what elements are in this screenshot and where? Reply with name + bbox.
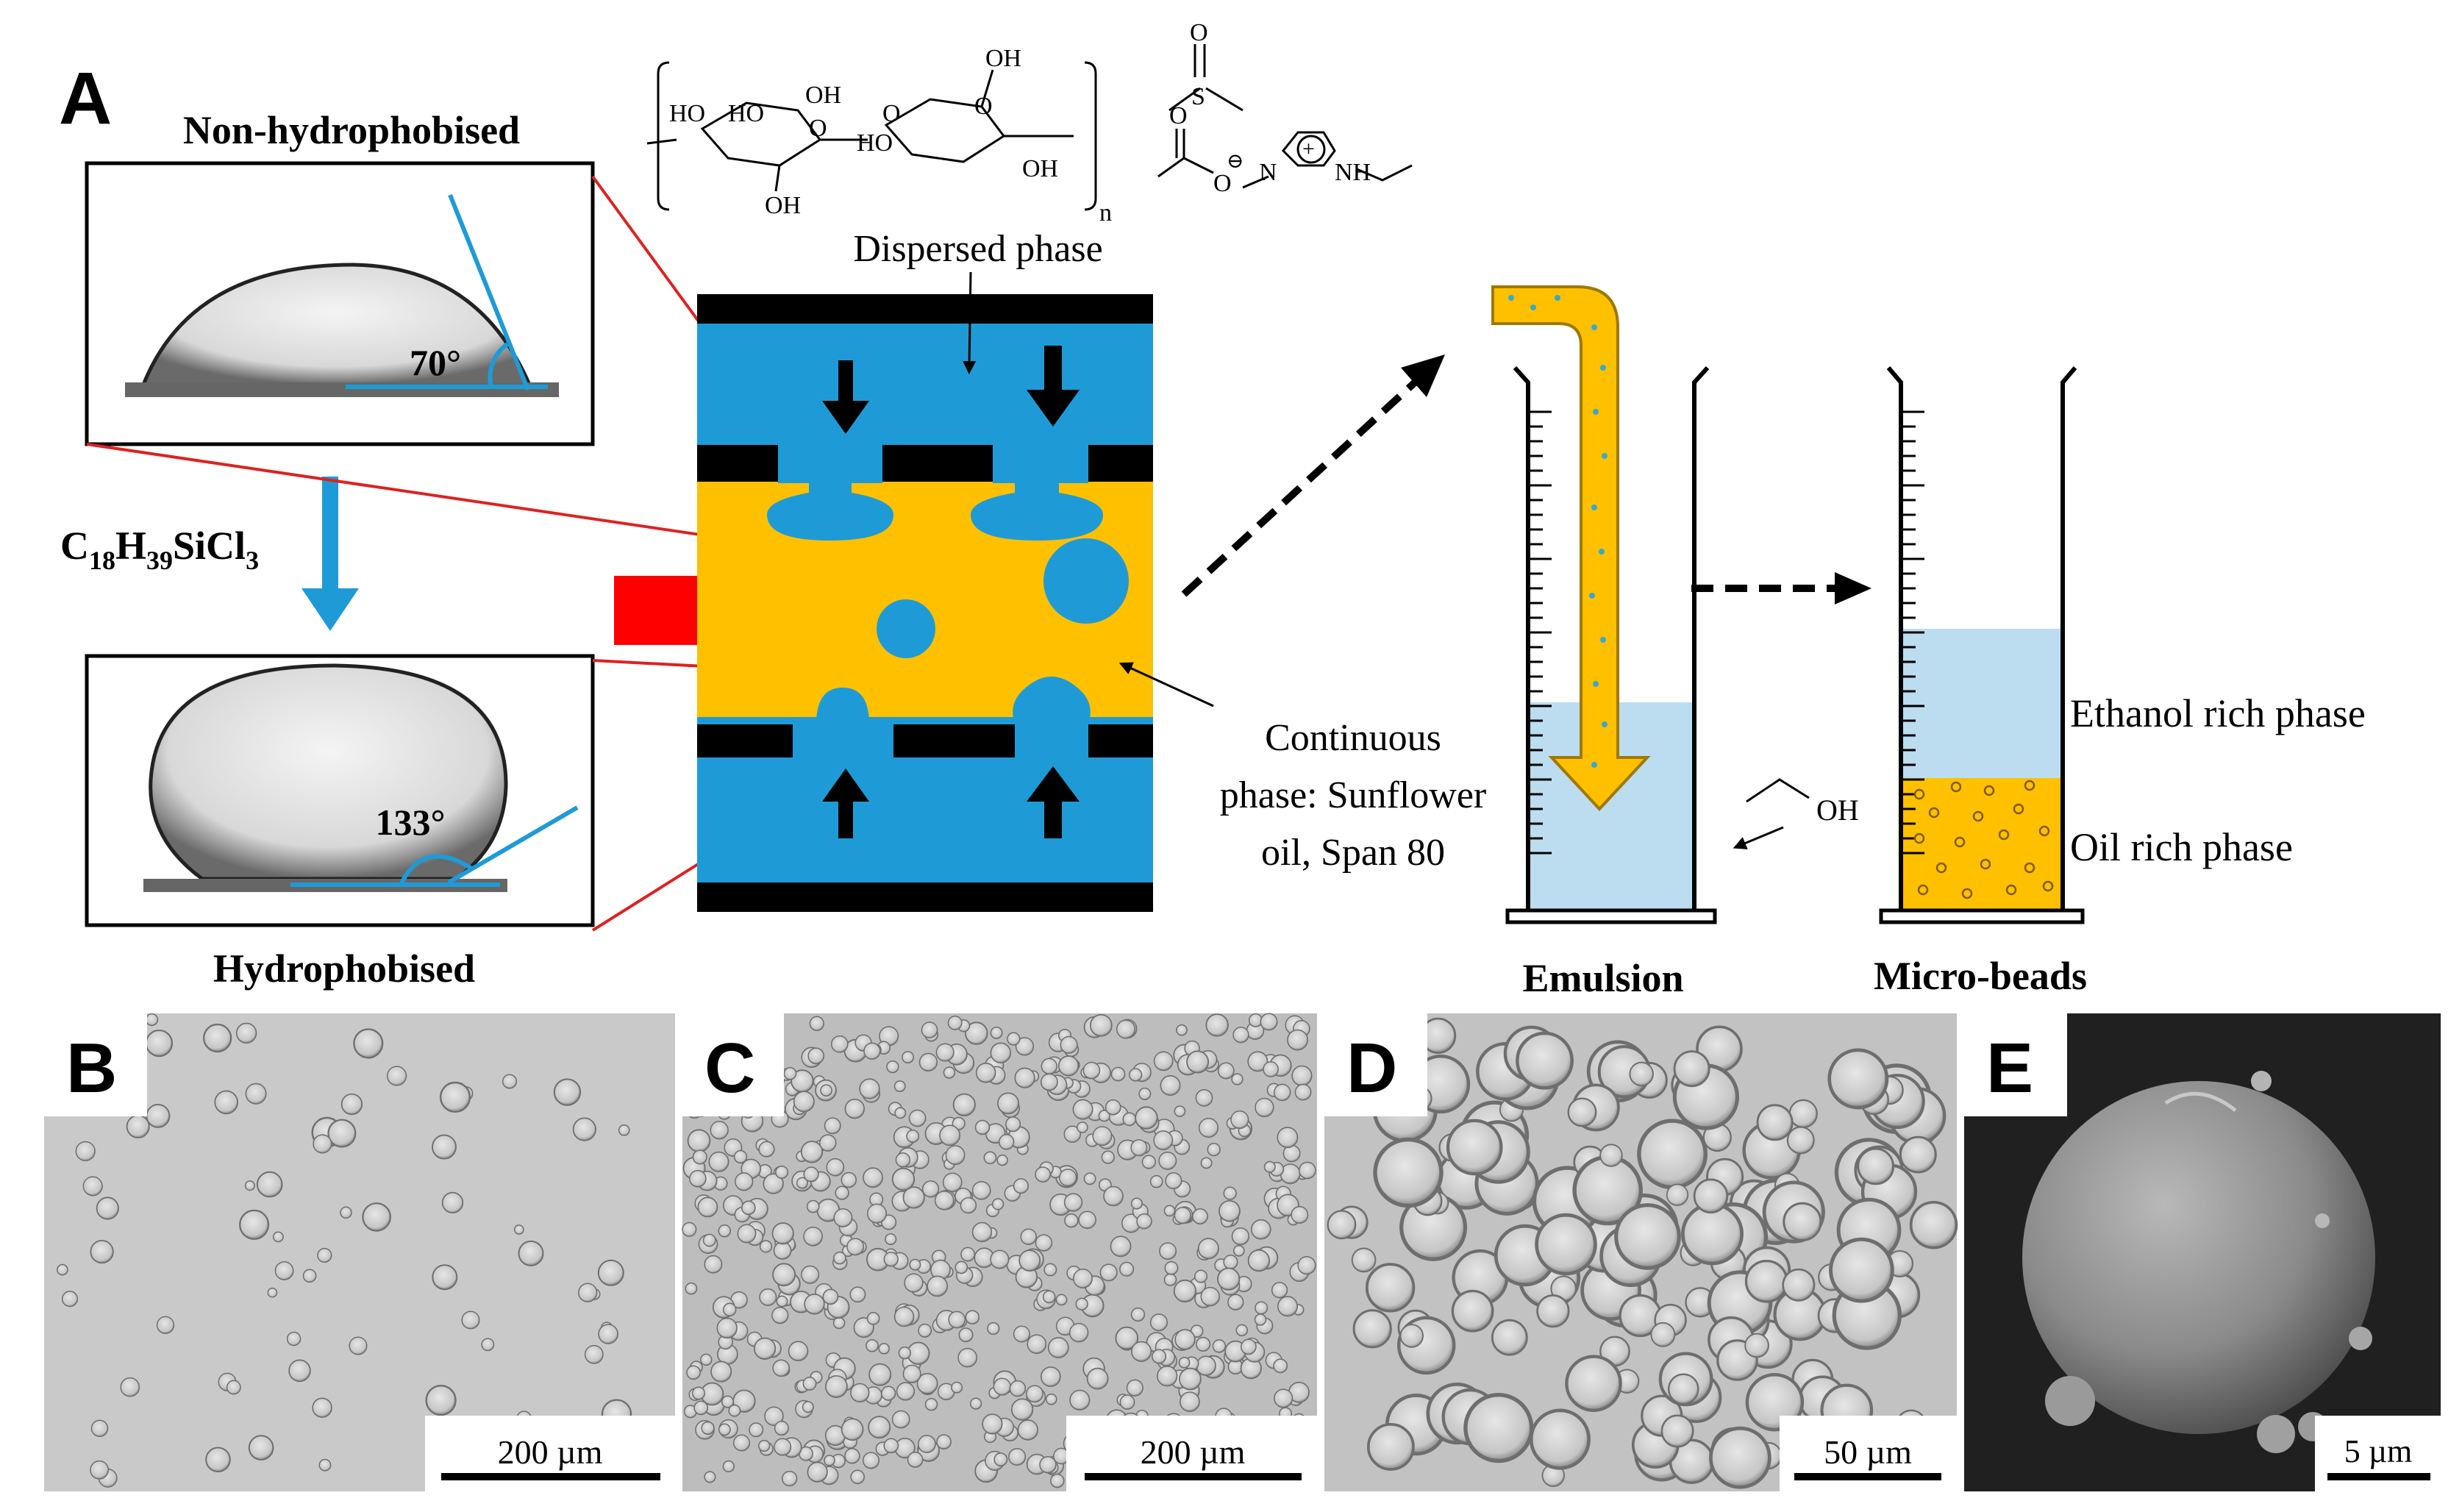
svg-text:⊖: ⊖ [1227, 150, 1244, 173]
micrograph-e: E 5 µm [1964, 1013, 2441, 1491]
chemical-structures: HO OH OH HO O HO O O OH OH n O S O O ⊖ +… [646, 19, 1413, 227]
water-droplet-hydrophobic [149, 663, 508, 881]
hydrophobised-title: Hydrophobised [213, 946, 475, 991]
svg-text:oil, Span 80: oil, Span 80 [1261, 832, 1445, 874]
scale-bar-label-c: 200 µm [1141, 1433, 1246, 1471]
panel-letter-c: C [704, 1029, 755, 1108]
emulsion-beaker [1491, 285, 1717, 924]
micro-beads-beaker [1879, 366, 2085, 924]
panel-letter-d: D [1346, 1029, 1397, 1108]
continuous-phase-label: Continuous phase: Sunflower oil, Span 80 [1220, 717, 1486, 874]
panel-a: A Non-hydrophobised 70° C18H39SiCl3 133 [59, 19, 2366, 1000]
svg-text:OH: OH [805, 82, 841, 109]
dashed-arrow-1 [1181, 354, 1445, 597]
svg-text:O: O [1213, 170, 1232, 197]
continuous-pointer [1118, 662, 1214, 707]
dispersed-phase-label: Dispersed phase [853, 228, 1102, 270]
svg-text:O: O [974, 93, 993, 120]
dashed-arrow-2 [1691, 572, 1872, 605]
svg-text:OH: OH [765, 192, 801, 219]
svg-text:n: n [1099, 199, 1112, 227]
oil-rich-label: Oil rich phase [2070, 825, 2293, 869]
svg-text:S: S [1191, 83, 1205, 110]
tangent-line-hydrophobic [447, 805, 579, 885]
angle-arc-hydrophobic [399, 854, 472, 886]
svg-text:OH: OH [985, 45, 1021, 72]
micrograph-d: D 50 µm [1324, 1013, 1958, 1491]
svg-text:N: N [1259, 159, 1277, 186]
angle-arc [488, 342, 509, 388]
svg-text:+: + [1302, 137, 1315, 161]
scale-bar-c [1085, 1473, 1302, 1480]
scale-bar-e [2327, 1473, 2430, 1480]
contact-angle-133: 133° [376, 802, 446, 843]
scale-bar-label-b: 200 µm [498, 1433, 603, 1471]
scale-bar-label-d: 50 µm [1824, 1433, 1912, 1471]
contact-angle-70: 70° [410, 342, 461, 383]
tangent-line [448, 193, 530, 391]
svg-text:HO: HO [728, 100, 764, 127]
svg-text:O: O [882, 100, 901, 127]
svg-text:O: O [809, 115, 827, 142]
micrograph-c: C 200 µm [682, 1013, 1317, 1491]
svg-text:HO: HO [857, 129, 893, 157]
sem-micro-bead [2022, 1081, 2375, 1434]
contact-angle-box-bottom: 133° [85, 654, 595, 927]
water-droplet [140, 263, 532, 387]
micrograph-b: B 200 µm [44, 1013, 675, 1491]
scale-bar-label-e: 5 µm [2344, 1433, 2413, 1469]
svg-text:phase: Sunflower: phase: Sunflower [1220, 774, 1486, 816]
ethanol-structure: OH [1733, 778, 1859, 849]
micro-beads-label: Micro-beads [1874, 954, 2087, 998]
svg-text:NH: NH [1335, 159, 1371, 186]
membrane-cell [697, 294, 1153, 912]
scale-bar-d [1794, 1473, 1941, 1480]
svg-text:Continuous: Continuous [1265, 717, 1441, 759]
svg-text:O: O [1190, 19, 1208, 46]
ethanol-rich-label: Ethanol rich phase [2070, 691, 2366, 735]
panel-letter-a: A [59, 57, 112, 140]
svg-text:OH: OH [1022, 155, 1058, 182]
scale-bar-b [441, 1473, 660, 1480]
non-hydrophobised-title: Non-hydrophobised [183, 108, 520, 152]
svg-text:O: O [1169, 102, 1188, 129]
down-arrow [301, 477, 359, 631]
panel-letter-b: B [66, 1029, 117, 1108]
svg-text:HO: HO [669, 100, 705, 127]
reagent-formula: C18H39SiCl3 [60, 524, 259, 575]
dispersed-pointer [963, 271, 977, 374]
svg-text:OH: OH [1816, 794, 1859, 827]
panel-letter-e: E [1986, 1029, 2033, 1108]
emulsion-label: Emulsion [1522, 956, 1683, 1000]
contact-angle-box-top: 70° [85, 161, 595, 446]
